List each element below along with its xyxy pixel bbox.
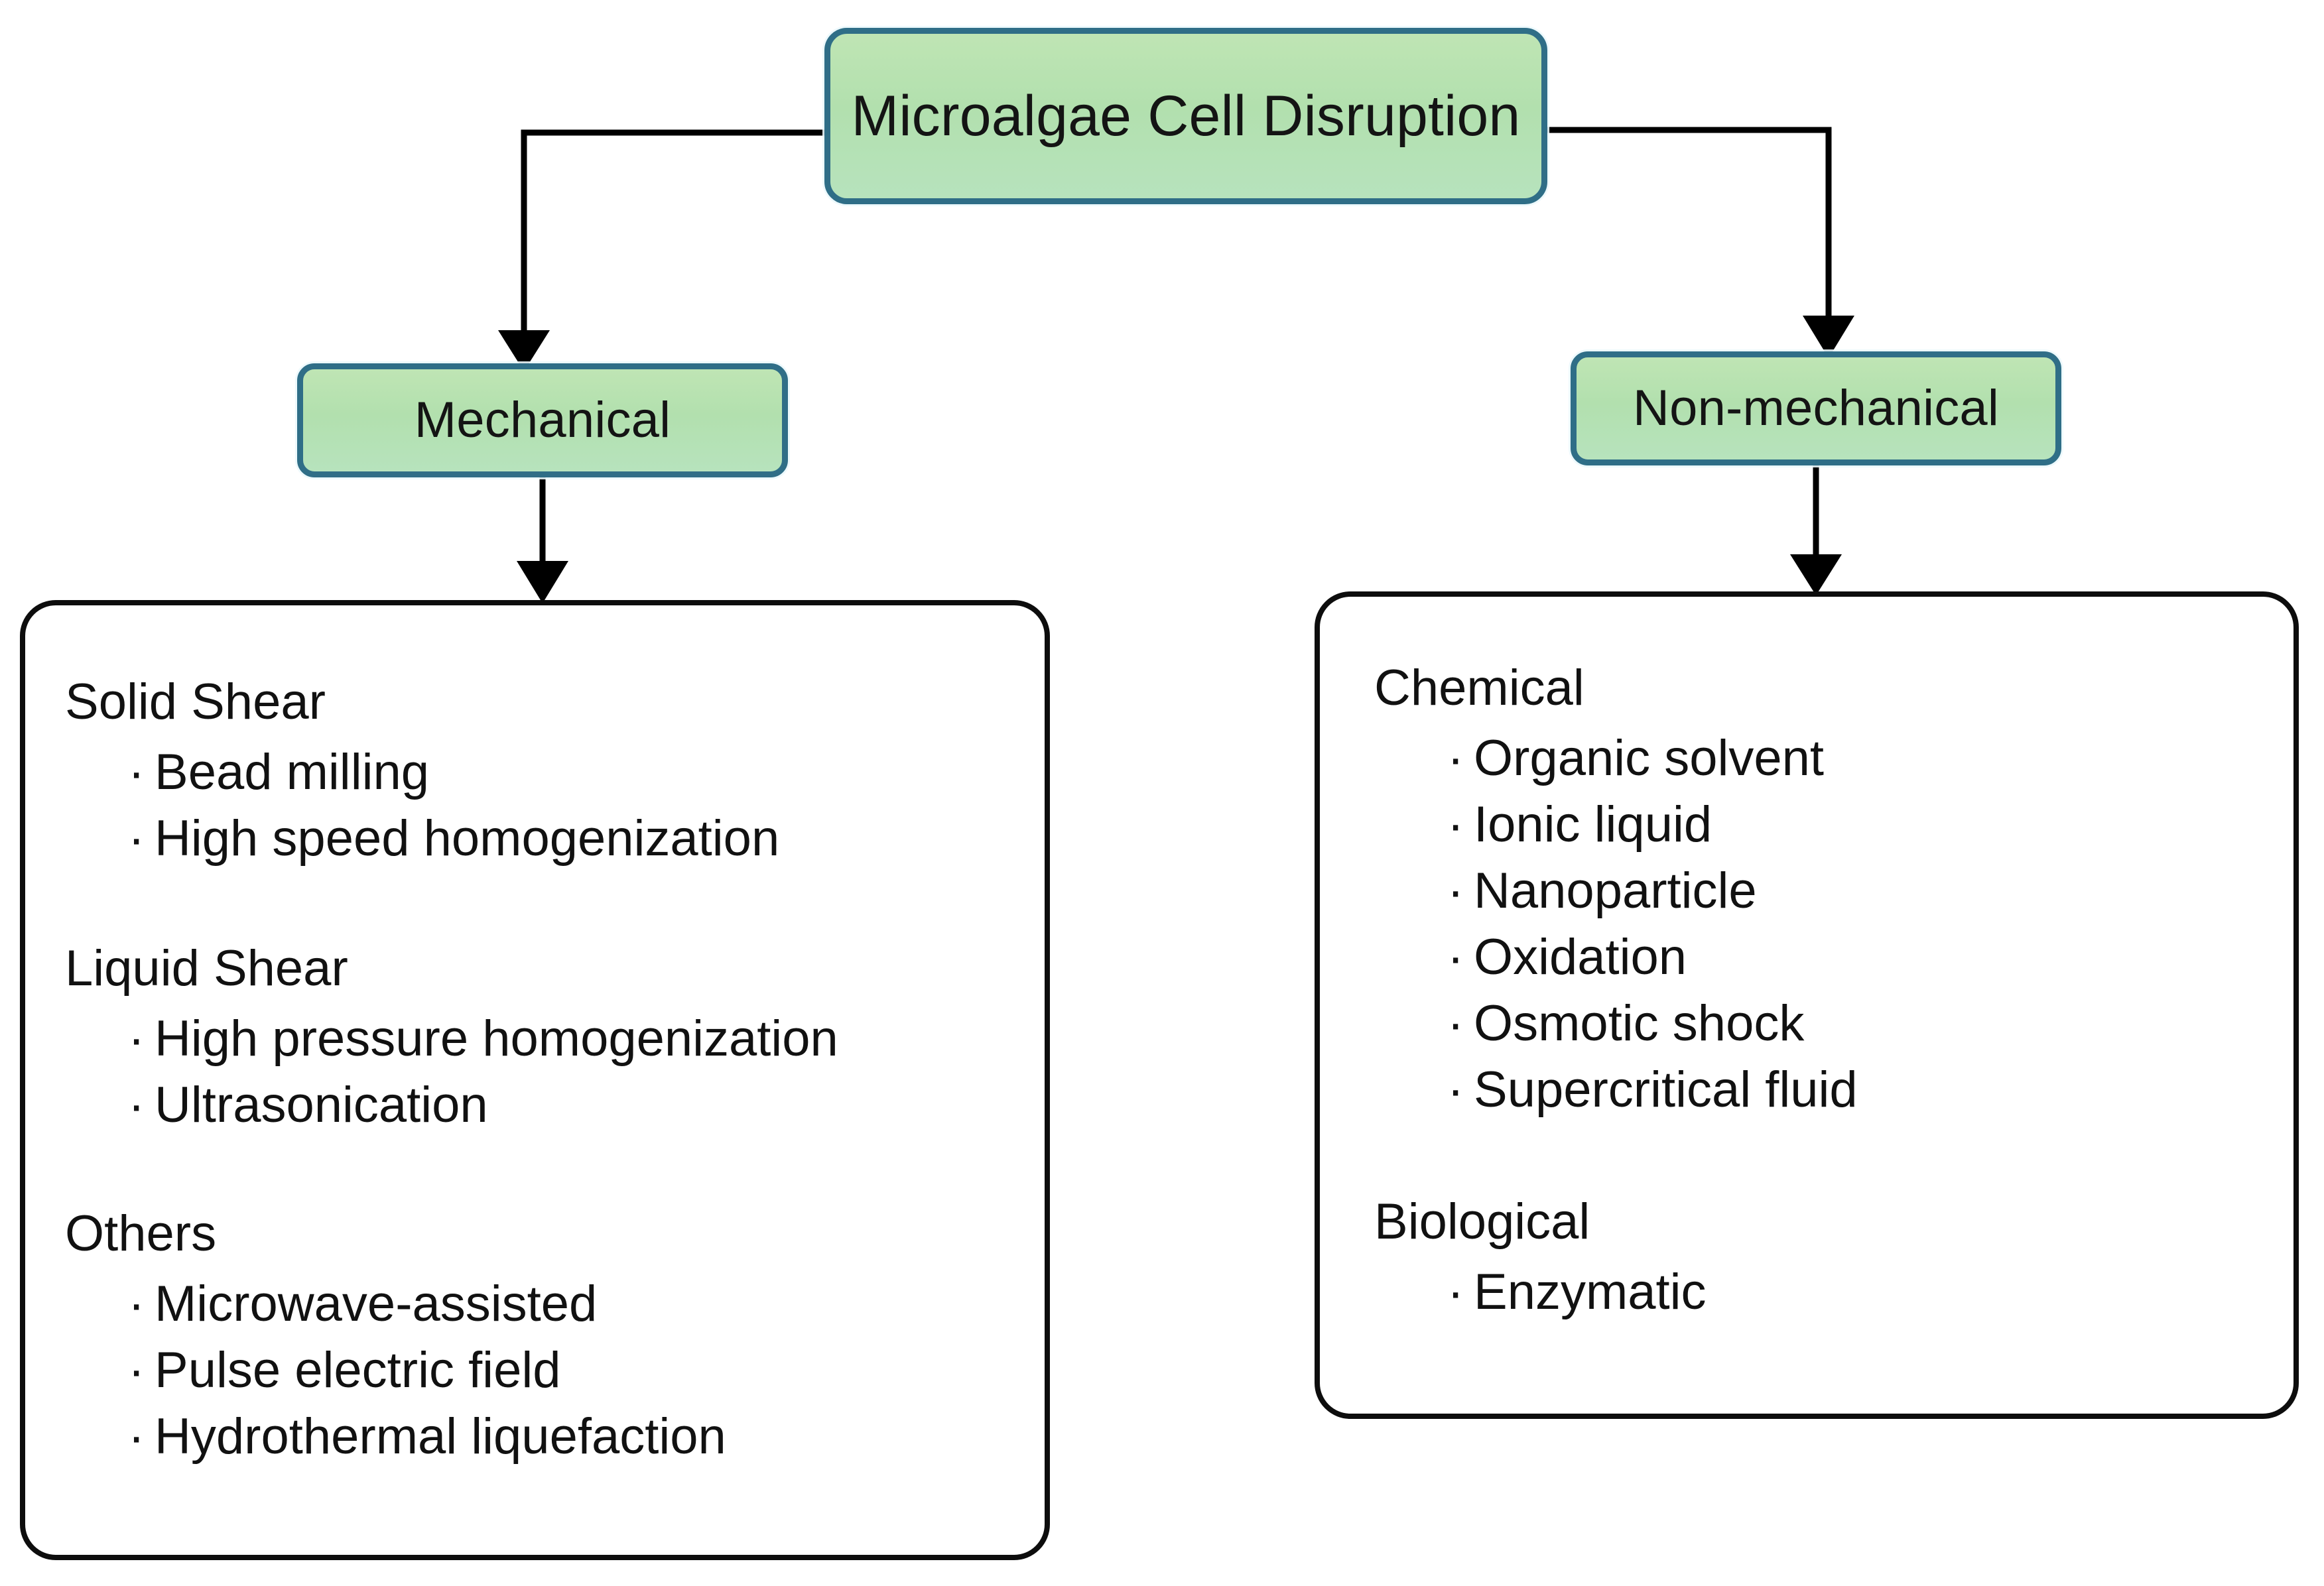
list-item: · Enzymatic [1447,1267,1707,1317]
group-solid-shear-title: Solid Shear [65,674,326,730]
bullet-icon: · [1447,929,1464,985]
bullet-icon: · [1447,730,1464,786]
panel-mechanical-content: Solid Shear · Bead milling · High speed … [25,605,1045,1555]
bullet-icon: · [1447,1264,1464,1320]
group-biological-title: Biological [1374,1193,1590,1250]
group-liquid-shear-list: · High pressure homogenization · Ultraso… [128,1014,838,1130]
group-liquid-shear-title: Liquid Shear [65,940,348,997]
group-solid-shear-list: · Bead milling · High speed homogenizati… [128,747,779,864]
bullet-icon: · [128,810,145,867]
panel-mechanical-methods: Solid Shear · Bead milling · High speed … [20,600,1050,1560]
list-item: · Hydrothermal liquefaction [128,1412,726,1462]
group-others: Others · Microwave-assisted · Pulse elec… [65,1209,726,1478]
list-item-label: Supercritical fluid [1474,1062,1858,1118]
panel-non-mechanical-methods: Chemical · Organic solvent · Ionic liqui… [1315,591,2299,1419]
bullet-icon: · [1447,995,1464,1052]
group-others-list: · Microwave-assisted · Pulse electric fi… [128,1279,726,1462]
node-non-mechanical[interactable]: Non-mechanical [1571,351,2061,465]
list-item-label: Organic solvent [1474,730,1825,786]
bullet-icon: · [128,1010,145,1067]
list-item-label: Pulse electric field [155,1342,561,1398]
list-item: · Ionic liquid [1447,800,1858,850]
connector-mechanical-to-panel [517,477,568,603]
list-item-label: High pressure homogenization [155,1010,838,1067]
list-item-label: Ionic liquid [1474,796,1712,853]
connector-nonmechanical-to-panel [1790,465,1842,595]
list-item-label: Bead milling [155,744,429,800]
bullet-icon: · [1447,796,1464,853]
panel-non-mechanical-content: Chemical · Organic solvent · Ionic liqui… [1320,597,2293,1414]
bullet-icon: · [128,1342,145,1398]
list-item: · Pulse electric field [128,1345,726,1396]
list-item: · High speed homogenization [128,814,779,864]
group-chemical: Chemical · Organic solvent · Ionic liqui… [1374,663,1858,1131]
list-item-label: Enzymatic [1474,1264,1707,1320]
list-item: · Ultrasonication [128,1080,838,1130]
list-item: · High pressure homogenization [128,1014,838,1064]
connector-root-to-mechanical [498,129,824,371]
node-non-mechanical-label: Non-mechanical [1633,380,1999,437]
list-item: · Osmotic shock [1447,999,1858,1049]
list-item: · Microwave-assisted [128,1279,726,1329]
bullet-icon: · [128,744,145,800]
node-mechanical[interactable]: Mechanical [297,363,788,477]
group-biological-list: · Enzymatic [1447,1267,1707,1317]
bullet-icon: · [128,1276,145,1332]
group-solid-shear: Solid Shear · Bead milling · High speed … [65,677,779,880]
list-item: · Organic solvent [1447,733,1858,784]
node-root-label: Microalgae Cell Disruption [851,84,1521,148]
list-item: · Bead milling [128,747,779,798]
group-others-title: Others [65,1205,217,1262]
list-item-label: Microwave-assisted [155,1276,598,1332]
node-mechanical-label: Mechanical [414,392,671,449]
list-item: · Oxidation [1447,932,1858,983]
node-root[interactable]: Microalgae Cell Disruption [824,28,1547,204]
list-item-label: High speed homogenization [155,810,780,867]
group-chemical-title: Chemical [1374,660,1584,716]
group-liquid-shear: Liquid Shear · High pressure homogenizat… [65,944,838,1146]
group-chemical-list: · Organic solvent · Ionic liquid · Nanop… [1447,733,1858,1115]
list-item-label: Nanoparticle [1474,863,1757,919]
bullet-icon: · [128,1408,145,1465]
list-item-label: Oxidation [1474,929,1687,985]
list-item-label: Osmotic shock [1474,995,1805,1052]
list-item: · Supercritical fluid [1447,1065,1858,1115]
connector-root-to-nonmechanical [1547,127,1854,358]
bullet-icon: · [1447,863,1464,919]
group-biological: Biological · Enzymatic [1374,1197,1707,1333]
list-item-label: Hydrothermal liquefaction [155,1408,726,1465]
list-item-label: Ultrasonication [155,1077,488,1133]
bullet-icon: · [1447,1062,1464,1118]
list-item: · Nanoparticle [1447,866,1858,916]
bullet-icon: · [128,1077,145,1133]
